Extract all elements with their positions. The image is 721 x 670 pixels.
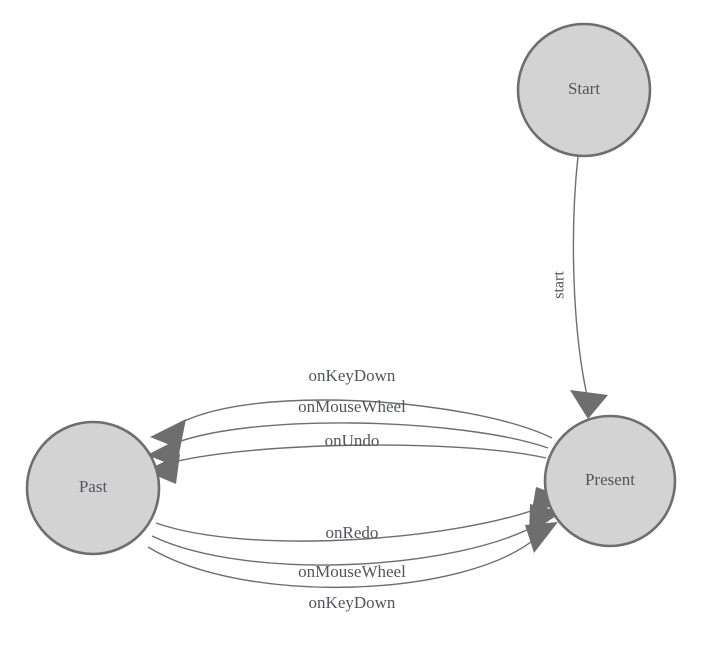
edge-path-start-present	[572, 155, 589, 401]
edge-label-group-past-present: onRedo onMouseWheel onKeyDown	[298, 523, 406, 612]
edge-label-onredo: onRedo	[326, 523, 379, 542]
node-start-circle	[516, 22, 652, 158]
edge-label-onkeydown-top: onKeyDown	[309, 366, 396, 385]
edge-path-present-past-2	[167, 422, 549, 449]
edge-start-to-present[interactable]: start	[551, 155, 608, 419]
edge-label-onmousewheel-top: onMouseWheel	[298, 397, 406, 416]
edge-path-past-present-1	[155, 505, 546, 542]
node-start[interactable]: Start	[516, 22, 652, 158]
edge-past-to-present-onkeydown[interactable]	[147, 522, 558, 589]
node-past-label: Past	[79, 477, 108, 496]
node-present-label: Present	[585, 470, 635, 489]
arrowhead-past-present-3	[525, 522, 558, 553]
edge-label-onundo: onUndo	[325, 431, 380, 450]
node-past-circle	[25, 420, 161, 556]
edge-path-past-present-2	[151, 522, 541, 566]
arrowhead-start-present	[570, 390, 608, 419]
node-start-label: Start	[568, 79, 600, 98]
node-present[interactable]: Present	[543, 414, 677, 548]
edge-label-onmousewheel-bottom: onMouseWheel	[298, 562, 406, 581]
edge-present-to-past-onundo[interactable]	[145, 444, 547, 484]
node-present-circle	[543, 414, 677, 548]
edge-label-onkeydown-bottom: onKeyDown	[309, 593, 396, 612]
edge-label-group-present-past: onKeyDown onMouseWheel onUndo	[298, 366, 406, 450]
node-past[interactable]: Past	[25, 420, 161, 556]
edge-path-present-past-1	[171, 399, 553, 439]
edge-label-start: start	[551, 271, 568, 299]
edge-path-present-past-3	[165, 444, 547, 465]
edge-path-past-present-3	[147, 537, 537, 589]
arrowhead-present-past-3	[145, 454, 180, 484]
